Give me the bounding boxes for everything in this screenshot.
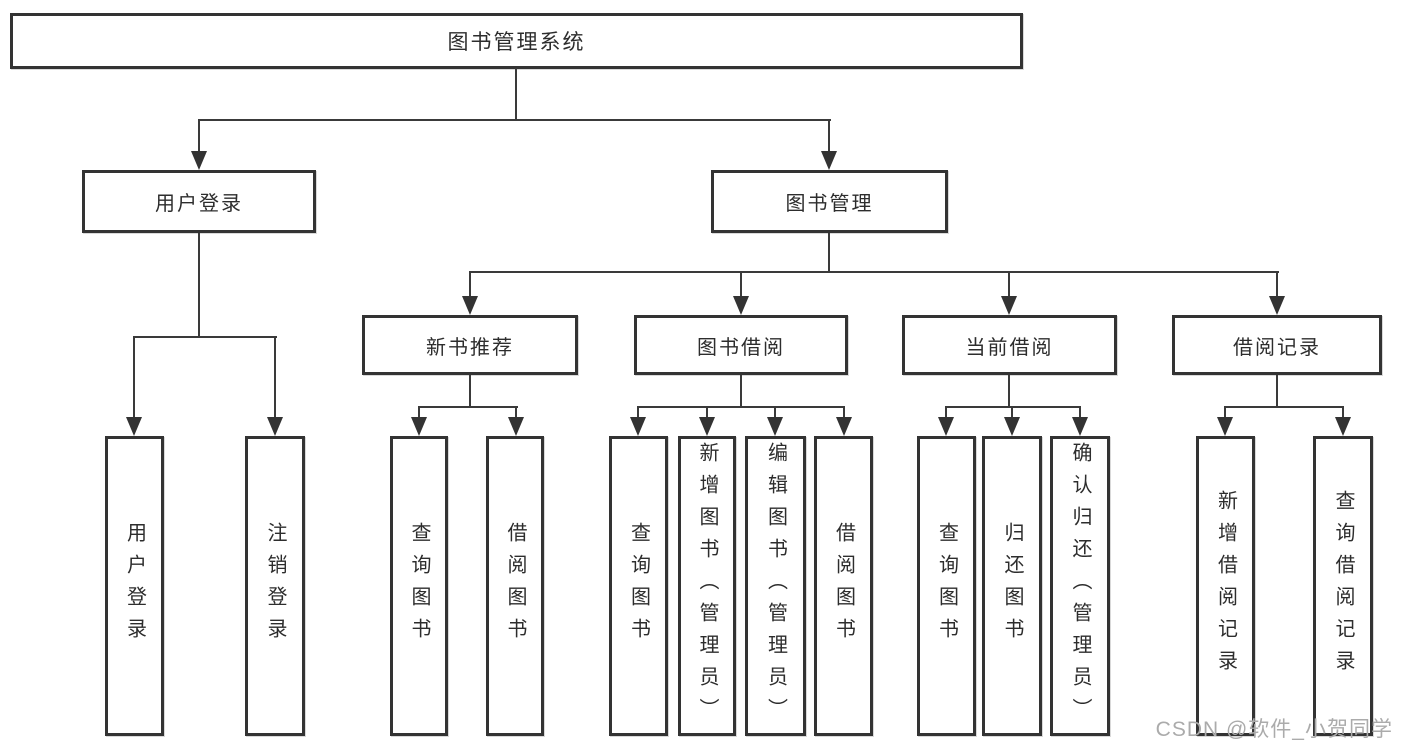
connector-book-borrow-bar	[637, 406, 845, 408]
node-new-book-recommend: 新书推荐	[362, 315, 578, 375]
node-label: 图书借阅	[697, 336, 785, 359]
connector-current-borrow-drop	[1008, 375, 1010, 408]
arrowhead-br-query	[1335, 417, 1351, 436]
csdn-watermark: CSDN @软件_小贺同学	[1155, 718, 1393, 741]
arrowhead-borrow-records	[1269, 296, 1285, 315]
leaf-label: 用户登录	[123, 522, 146, 650]
node-label: 借阅记录	[1233, 336, 1321, 359]
arrowhead-leaf-user-login	[126, 417, 142, 436]
connector-to-bb-edit	[774, 406, 776, 419]
leaf-label: 查询借阅记录	[1332, 490, 1354, 682]
connector-to-cb-query	[945, 406, 947, 419]
leaf-nb-borrow-books: 借阅图书	[486, 436, 544, 736]
leaf-user-login: 用户登录	[105, 436, 164, 736]
connector-user-login-bar	[133, 336, 277, 338]
leaf-bb-add-books-admin: 新增图书（管理员）	[678, 436, 736, 736]
connector-current-borrow-bar	[945, 406, 1081, 408]
leaf-label: 编辑图书（管理员）	[764, 442, 787, 730]
node-label: 图书管理	[785, 193, 874, 215]
arrowhead-cb-return	[1004, 417, 1020, 436]
leaf-cb-confirm-return-admin: 确认归还（管理员）	[1050, 436, 1110, 736]
arrowhead-user-login	[191, 151, 207, 170]
leaf-label: 归还图书	[1001, 522, 1023, 650]
leaf-cb-query-books: 查询图书	[917, 436, 976, 736]
arrowhead-cb-query	[938, 417, 954, 436]
connector-to-br-query	[1342, 406, 1344, 419]
connector-to-current-borrow	[1008, 271, 1010, 298]
arrowhead-bb-query	[630, 417, 646, 436]
connector-to-new-book	[469, 271, 471, 298]
arrowhead-current-borrow	[1001, 296, 1017, 315]
connector-to-nb-borrow	[515, 406, 517, 419]
leaf-cb-return-books: 归还图书	[982, 436, 1042, 736]
leaf-label: 借阅图书	[504, 522, 526, 650]
arrowhead-nb-query	[411, 417, 427, 436]
node-current-borrowing: 当前借阅	[902, 315, 1117, 375]
node-book-management: 图书管理	[711, 170, 948, 233]
node-user-login: 用户登录	[82, 170, 316, 233]
connector-user-login-drop	[198, 233, 200, 338]
leaf-br-add-record: 新增借阅记录	[1196, 436, 1255, 736]
connector-book-mgmt-bar	[469, 271, 1279, 273]
node-label: 用户登录	[155, 193, 243, 215]
arrowhead-cb-confirm	[1072, 417, 1088, 436]
node-label: 新书推荐	[426, 336, 514, 359]
arrowhead-bb-add	[699, 417, 715, 436]
leaf-label: 注销登录	[264, 522, 286, 650]
leaf-logout: 注销登录	[245, 436, 305, 736]
connector-to-leaf-user-login	[133, 336, 135, 419]
node-book-borrowing: 图书借阅	[634, 315, 848, 375]
node-borrowing-records: 借阅记录	[1172, 315, 1382, 375]
arrowhead-bb-edit	[767, 417, 783, 436]
connector-to-bb-add	[706, 406, 708, 419]
connector-to-user-login	[198, 119, 200, 153]
leaf-label: 确认归还（管理员）	[1069, 442, 1091, 730]
leaf-label: 查询图书	[627, 522, 650, 650]
leaf-bb-borrow-books: 借阅图书	[814, 436, 873, 736]
connector-root-drop	[515, 68, 517, 120]
arrowhead-new-book	[462, 296, 478, 315]
connector-new-book-drop	[469, 375, 471, 408]
connector-book-borrow-drop	[740, 375, 742, 408]
leaf-label: 查询图书	[935, 522, 958, 650]
leaf-bb-query-books: 查询图书	[609, 436, 668, 736]
connector-book-mgmt-drop	[828, 233, 830, 273]
node-library-management-system: 图书管理系统	[10, 13, 1023, 69]
leaf-label: 新增借阅记录	[1214, 490, 1237, 682]
arrowhead-bb-borrow	[836, 417, 852, 436]
connector-new-book-bar	[418, 406, 518, 408]
connector-to-bb-query	[637, 406, 639, 419]
node-label: 当前借阅	[965, 336, 1054, 359]
connector-root-bar	[198, 119, 831, 121]
leaf-bb-edit-books-admin: 编辑图书（管理员）	[745, 436, 806, 736]
arrowhead-leaf-logout	[267, 417, 283, 436]
connector-to-borrow-records	[1276, 271, 1278, 298]
connector-to-cb-return	[1011, 406, 1013, 419]
connector-to-bb-borrow	[843, 406, 845, 419]
leaf-label: 借阅图书	[832, 522, 855, 650]
connector-records-drop	[1276, 375, 1278, 408]
connector-to-br-add	[1224, 406, 1226, 419]
arrowhead-book-borrow	[733, 296, 749, 315]
connector-to-book-borrow	[740, 271, 742, 298]
leaf-label: 查询图书	[408, 522, 430, 650]
arrowhead-nb-borrow	[508, 417, 524, 436]
connector-to-book-mgmt	[828, 119, 830, 153]
leaf-br-query-record: 查询借阅记录	[1313, 436, 1373, 736]
connector-to-cb-confirm	[1079, 406, 1081, 419]
leaf-nb-query-books: 查询图书	[390, 436, 448, 736]
connector-to-nb-query	[418, 406, 420, 419]
arrowhead-book-mgmt	[821, 151, 837, 170]
leaf-label: 新增图书（管理员）	[696, 442, 718, 730]
connector-to-leaf-logout	[274, 336, 276, 419]
connector-records-bar	[1224, 406, 1344, 408]
arrowhead-br-add	[1217, 417, 1233, 436]
node-label: 图书管理系统	[447, 31, 586, 54]
